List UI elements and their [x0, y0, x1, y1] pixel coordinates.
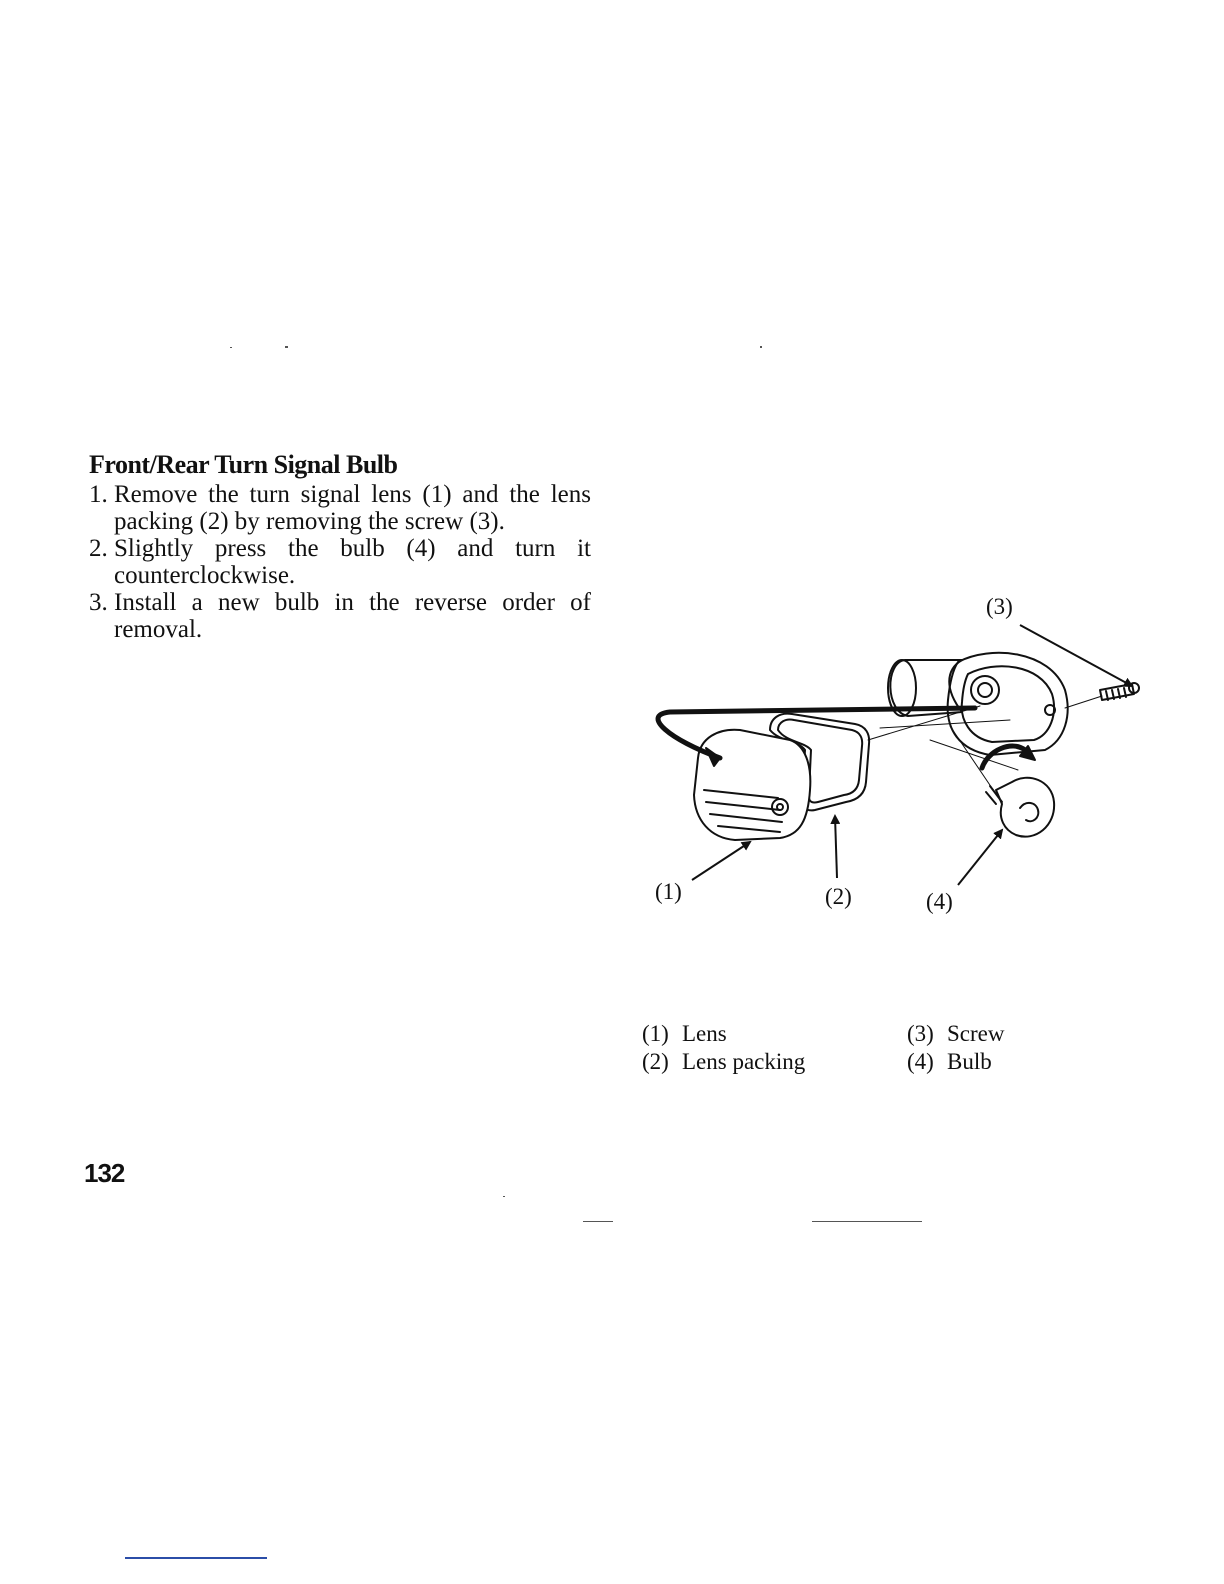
scan-speck — [583, 1221, 613, 1222]
scan-speck — [230, 347, 232, 348]
callout-lens-packing: (2) — [825, 885, 852, 908]
legend-key: (3) — [907, 1020, 947, 1048]
callout-screw: (3) — [986, 595, 1013, 618]
legend-item: (4)Bulb — [907, 1048, 1004, 1076]
step-number: 3. — [89, 589, 108, 616]
scan-speck — [503, 1196, 505, 1197]
housing-body — [948, 653, 1068, 755]
step-item: 3. Install a new bulb in the reverse ord… — [89, 589, 591, 643]
figure-legend-right: (3)Screw (4)Bulb — [907, 1020, 1004, 1076]
legend-key: (1) — [642, 1020, 682, 1048]
callout-lens: (1) — [655, 880, 682, 903]
turn-signal-exploded-diagram — [640, 590, 1160, 930]
section-title: Front/Rear Turn Signal Bulb — [89, 450, 397, 480]
instruction-steps: 1. Remove the turn signal lens (1) and t… — [89, 481, 591, 643]
legend-item: (3)Screw — [907, 1020, 1004, 1048]
page-number: 132 — [84, 1158, 124, 1189]
legend-item: (1)Lens — [642, 1020, 805, 1048]
scan-speck — [760, 346, 762, 348]
turn-signal-lens — [694, 730, 810, 840]
callout-bulb: (4) — [926, 890, 953, 913]
scan-speck — [812, 1221, 922, 1222]
legend-label: Bulb — [947, 1049, 992, 1074]
bulb — [996, 778, 1054, 837]
legend-label: Screw — [947, 1021, 1004, 1046]
step-text: Slightly press the bulb (4) and turn it … — [114, 535, 591, 589]
step-text: Remove the turn signal lens (1) and the … — [114, 481, 591, 535]
step-number: 2. — [89, 535, 108, 562]
step-number: 1. — [89, 481, 108, 508]
legend-label: Lens packing — [682, 1049, 805, 1074]
scan-rule — [125, 1557, 267, 1559]
scan-speck — [285, 346, 288, 348]
legend-label: Lens — [682, 1021, 727, 1046]
legend-key: (2) — [642, 1048, 682, 1076]
step-item: 1. Remove the turn signal lens (1) and t… — [89, 481, 591, 535]
figure-legend-left: (1)Lens (2)Lens packing — [642, 1020, 805, 1076]
step-item: 2. Slightly press the bulb (4) and turn … — [89, 535, 591, 589]
legend-item: (2)Lens packing — [642, 1048, 805, 1076]
legend-key: (4) — [907, 1048, 947, 1076]
step-text: Install a new bulb in the reverse order … — [114, 589, 591, 643]
